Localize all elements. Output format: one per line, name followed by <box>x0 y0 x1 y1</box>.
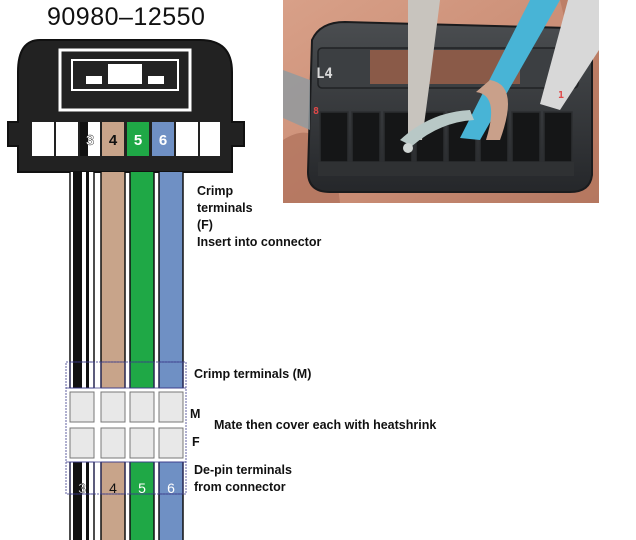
wire-tan <box>101 172 125 540</box>
depin-line-2: from connector <box>194 480 286 494</box>
crimp-m-note: Crimp terminals (M) <box>194 367 312 381</box>
connector-body: 3 4 5 6 <box>7 39 245 173</box>
mate-heatshrink-note: Mate then cover each with heatshrink <box>214 418 437 432</box>
depin-line-1: De-pin terminals <box>194 463 292 477</box>
connector-latch <box>58 48 192 112</box>
crimp-f-line-3: (F) <box>197 218 213 232</box>
wire-pin-6-label: 6 <box>167 480 175 496</box>
label-m: M <box>190 407 201 421</box>
connector-pin-4-label: 4 <box>109 132 118 149</box>
pin-cavities <box>32 122 220 156</box>
wire-pin-5-label: 5 <box>138 480 146 496</box>
wire-pin-3-label: 3 <box>78 480 86 496</box>
photo-label-pin-1: 1 <box>558 90 564 101</box>
wire-black-white <box>70 172 94 540</box>
depin-note: De-pin terminals from connector <box>194 462 292 496</box>
wire-pin-4-label: 4 <box>109 480 117 496</box>
connector-photo: L4 8 1 <box>283 0 599 203</box>
label-f: F <box>192 435 200 449</box>
crimp-f-line-4: Insert into connector <box>197 235 322 249</box>
crimp-f-line-2: terminals <box>197 201 253 215</box>
connector-pin-3-label: 3 <box>86 132 94 149</box>
connector-pin-5-label: 5 <box>134 132 142 149</box>
connector-pin-6-label: 6 <box>159 132 167 149</box>
wire-green <box>130 172 154 540</box>
splice-zone <box>65 361 187 495</box>
crimp-f-note: Crimp terminals (F) Insert into connecto… <box>197 183 321 251</box>
crimp-f-line-1: Crimp <box>197 184 234 198</box>
wire-blue <box>159 172 183 540</box>
photo-label-pin-8: 8 <box>313 106 319 117</box>
part-number-title: 90980–12550 <box>47 3 206 31</box>
photo-label-l4: L4 <box>316 66 333 82</box>
